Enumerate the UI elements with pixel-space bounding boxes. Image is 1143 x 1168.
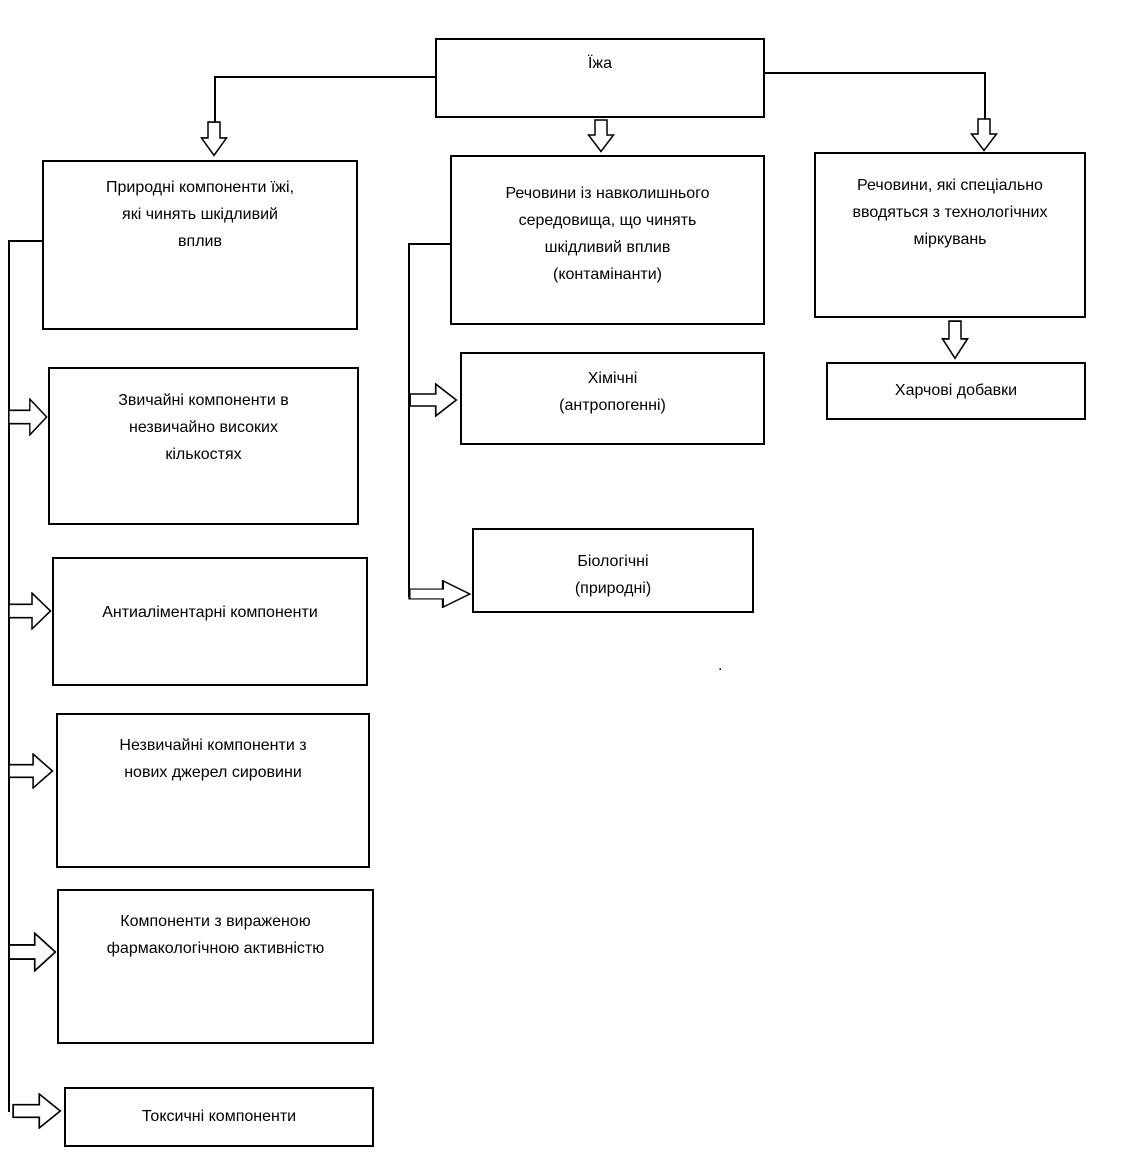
node-biological-label: Біологічні (природні) [574,553,652,597]
node-pharmacological-components: Компоненти з вираженою фармакологічною а… [57,889,374,1044]
center-rail-vertical [408,243,410,597]
node-food-label: Їжа [587,55,613,72]
arrow-right-icon [12,1093,62,1129]
node-usual-components-high-amounts-label: Звичайні компоненти в незвичайно високих… [118,392,289,463]
connector-root-right-vertical [984,72,986,119]
node-usual-components-high-amounts: Звичайні компоненти в незвичайно високих… [48,367,359,525]
node-biological: Біологічні (природні) [472,528,754,613]
node-food: Їжа [435,38,765,118]
node-environment-contaminants: Речовини із навколишнього середовища, що… [450,155,765,325]
node-food-additives-label: Харчові добавки [894,382,1018,399]
node-environment-contaminants-label: Речовини із навколишнього середовища, що… [505,185,710,283]
node-technological-substances-label: Речовини, які спеціально вводяться з тех… [852,177,1048,248]
arrow-right-icon [8,592,52,630]
node-pharmacological-components-label: Компоненти з вираженою фармакологічною а… [106,913,325,957]
arrow-down-icon [970,118,998,152]
arrow-down-icon [941,320,969,360]
node-technological-substances: Речовини, які спеціально вводяться з тех… [814,152,1086,318]
node-unusual-components-new-sources: Незвичайні компоненти з нових джерел сир… [56,713,370,868]
arrow-right-icon [409,383,458,417]
arrow-down-icon [587,119,615,153]
arrow-right-icon [8,753,54,789]
arrow-right-icon [8,932,57,972]
connector-root-left-vertical [214,76,216,122]
connector-root-right-horizontal [765,72,985,74]
connector-root-left-horizontal [214,76,436,78]
stray-period-text: . [718,657,723,674]
node-unusual-components-new-sources-label: Незвичайні компоненти з нових джерел сир… [119,737,307,781]
left-rail-vertical [8,240,10,1112]
node-toxic-components: Токсичні компоненти [64,1087,374,1147]
node-food-additives: Харчові добавки [826,362,1086,420]
node-natural-components: Природні компоненти їжі, які чинять шкід… [42,160,358,330]
center-rail-horizontal [408,243,450,245]
node-natural-components-label: Природні компоненти їжі, які чинять шкід… [105,179,295,250]
node-antialimentary-components: Антиаліментарні компоненти [52,557,368,686]
node-toxic-components-label: Токсичні компоненти [141,1108,297,1125]
node-chemical-label: Хімічні (антропогенні) [559,370,666,414]
node-antialimentary-components-label: Антиаліментарні компоненти [102,604,318,621]
arrow-right-icon [408,580,472,608]
arrow-right-icon [8,398,48,436]
left-rail-horizontal [8,240,42,242]
arrow-down-icon [200,121,228,157]
node-chemical: Хімічні (антропогенні) [460,352,765,445]
